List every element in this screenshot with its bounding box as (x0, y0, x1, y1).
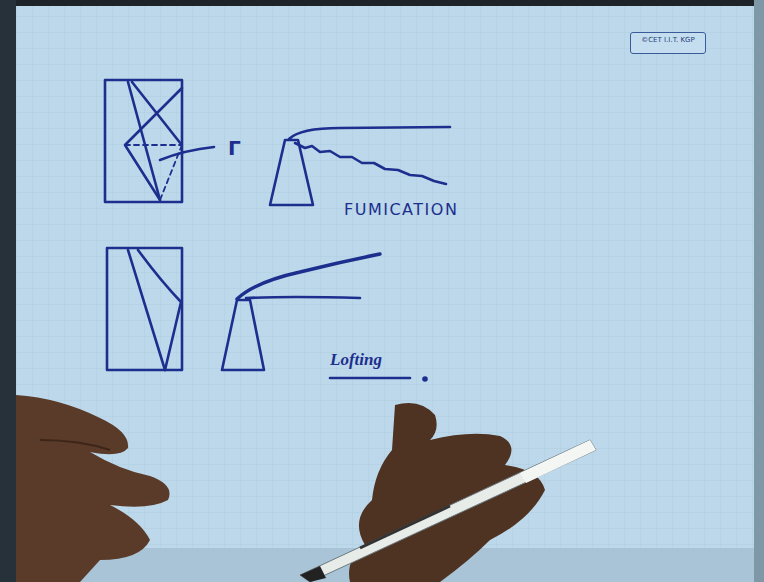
adiabatic-line (128, 82, 160, 200)
marker-cap-end (520, 440, 596, 483)
plume-type-label: FUMICATION (344, 200, 458, 219)
watermark-text: ©CET I.I.T. KGP (639, 36, 697, 44)
inversion-profile (138, 250, 181, 370)
plume-lower (246, 297, 360, 298)
profile-line (132, 82, 181, 144)
watermark-box: ©CET I.I.T. KGP (630, 32, 706, 54)
plume-type-label: Lofting (330, 350, 382, 370)
stack (222, 300, 264, 370)
plume-upper (237, 254, 380, 299)
right-hand (349, 403, 545, 582)
inversion-profile (125, 88, 182, 200)
frame-edge (0, 0, 16, 582)
dot (424, 378, 427, 381)
marker-print (360, 506, 450, 548)
presenter-hands (16, 395, 596, 582)
frame-edge (754, 0, 764, 582)
label-slot: Lofting (330, 350, 382, 370)
plume-lower (295, 143, 446, 184)
lapse-rate-symbol: Γ (228, 136, 241, 160)
stack (270, 140, 313, 205)
label-slot: FUMICATION (344, 200, 458, 219)
left-hand (16, 395, 170, 582)
knuckle-line (40, 440, 110, 450)
leader-line (160, 147, 214, 160)
marker-tip (300, 566, 326, 582)
underline (330, 377, 410, 380)
frame-edge (0, 0, 764, 6)
marker-pen (300, 440, 596, 582)
plume-upper (289, 127, 450, 139)
temperature-profile-box (105, 80, 182, 202)
dashed-line (125, 144, 182, 146)
label-slot: Γ (228, 136, 241, 160)
adiabatic-line (128, 250, 165, 370)
temperature-profile-box (107, 248, 182, 370)
